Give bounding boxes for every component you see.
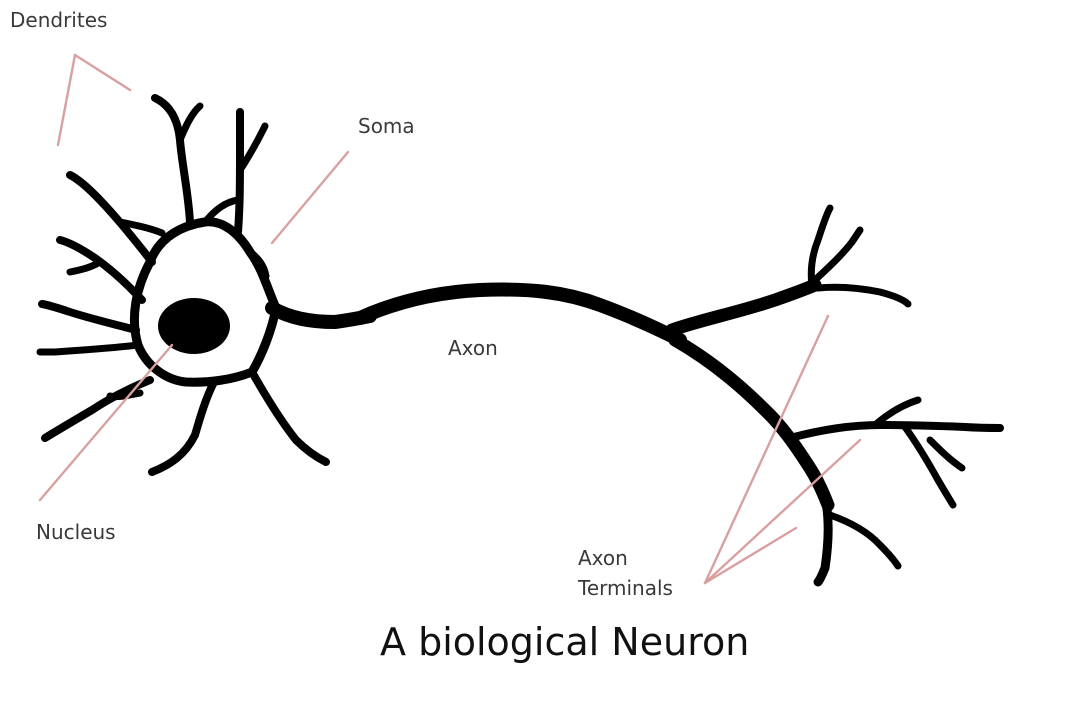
pointer-soma bbox=[270, 150, 350, 245]
dendrite-left-lower2 bbox=[36, 341, 142, 356]
terminal-mid-branch-b bbox=[926, 436, 966, 472]
diagram-title: A biological Neuron bbox=[380, 620, 750, 664]
dendrite-top-mid bbox=[201, 196, 242, 226]
dendrite-bottom-right bbox=[248, 368, 330, 466]
dendrite-left-lower bbox=[38, 300, 140, 334]
terminal-lower-main bbox=[813, 497, 833, 587]
dendrite-top-left-branch bbox=[176, 102, 204, 144]
dendrite-left-upper bbox=[66, 171, 156, 266]
nucleus-shape bbox=[158, 298, 230, 354]
pointer-nucleus bbox=[38, 343, 174, 502]
dendrite-left-upper-branch bbox=[116, 218, 166, 237]
axon-branch-lower bbox=[668, 333, 835, 512]
label-axon: Axon bbox=[448, 336, 498, 360]
terminal-upper-2 bbox=[811, 226, 864, 284]
label-dendrites: Dendrites bbox=[10, 8, 108, 32]
pointer-dendrites-1 bbox=[56, 53, 77, 147]
terminal-mid-branch bbox=[786, 421, 1004, 442]
dendrite-top-left bbox=[151, 94, 194, 226]
pointer-dendrites-2 bbox=[73, 53, 132, 92]
pointer-terminals-3 bbox=[703, 526, 798, 585]
dendrite-bottom-left-branch bbox=[106, 389, 144, 401]
dendrite-left-mid bbox=[56, 236, 146, 304]
dendrite-top-right-branch bbox=[236, 122, 269, 174]
pointer-terminals-1 bbox=[703, 314, 830, 585]
dendrite-upper-right-side bbox=[246, 248, 270, 280]
terminal-upper-1 bbox=[807, 204, 834, 290]
label-axon-terminals-line2: Terminals bbox=[578, 576, 673, 600]
dendrite-left-mid-branch bbox=[66, 258, 104, 276]
dendrite-top-right bbox=[234, 108, 244, 236]
label-soma: Soma bbox=[358, 114, 415, 138]
terminal-lower-branch-right bbox=[826, 511, 902, 570]
terminal-mid-branch-a bbox=[901, 423, 957, 509]
pointer-terminals-2 bbox=[703, 438, 862, 585]
dendrite-bottom-left bbox=[41, 376, 154, 442]
terminal-mid-branch-c bbox=[871, 396, 922, 429]
axon bbox=[353, 282, 687, 347]
label-nucleus: Nucleus bbox=[36, 520, 116, 544]
axon-branch-upper bbox=[665, 278, 822, 337]
label-axon-terminals-line1: Axon bbox=[578, 546, 628, 570]
terminal-upper-3 bbox=[814, 283, 912, 308]
dendrite-bottom-mid bbox=[148, 378, 218, 476]
